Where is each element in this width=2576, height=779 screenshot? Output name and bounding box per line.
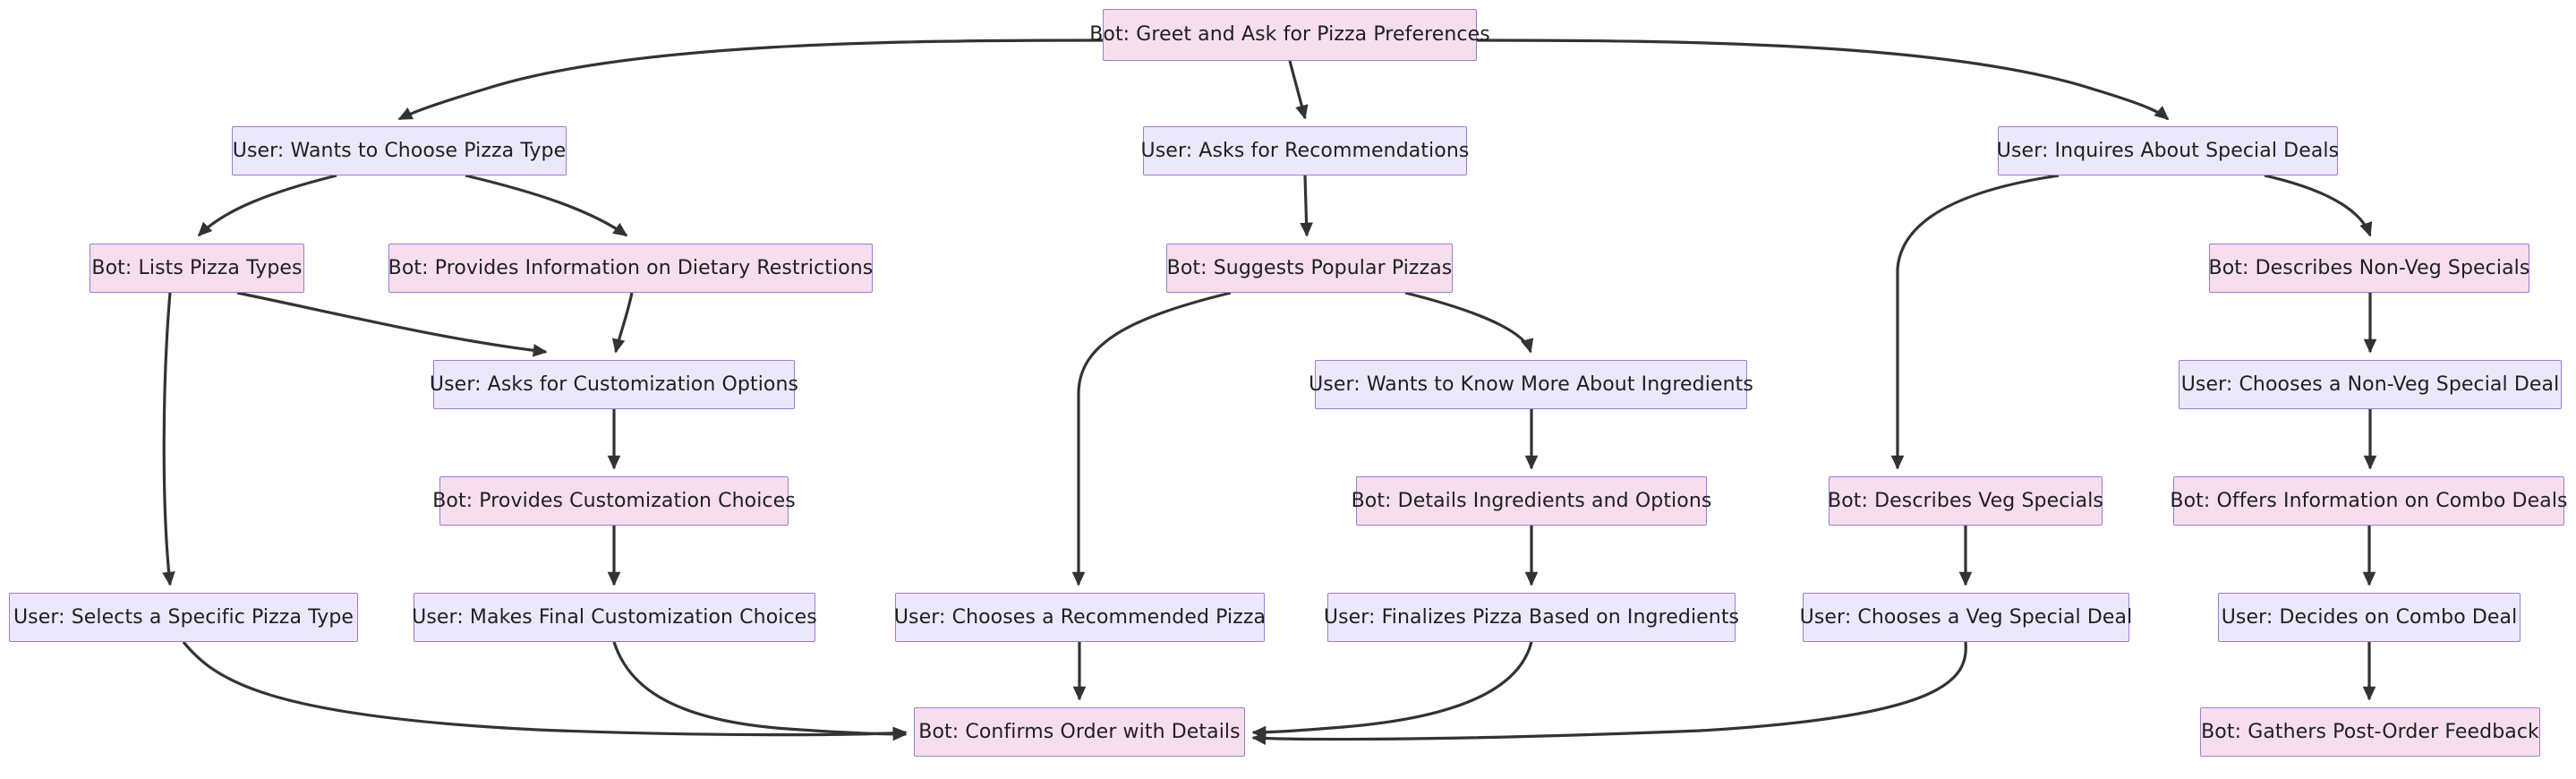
flow-node-n4[interactable]: User: Inquires About Special Deals — [1996, 126, 2340, 175]
flow-node-label: Bot: Greet and Ask for Pizza Preferences — [1089, 23, 1490, 46]
flow-node-label: User: Decides on Combo Deal — [2221, 605, 2518, 629]
flow-node-label: Bot: Offers Information on Combo Deals — [2170, 489, 2568, 512]
flow-edge — [1251, 641, 1533, 740]
flow-node-n16[interactable]: User: Selects a Specific Pizza Type — [9, 593, 358, 642]
flow-node-label: User: Asks for Recommendations — [1140, 139, 1470, 162]
flow-edge — [465, 174, 628, 237]
flow-node-label: Bot: Describes Veg Specials — [1828, 489, 2103, 512]
flow-edge — [1476, 39, 2170, 121]
flow-edge — [1251, 641, 1967, 746]
flow-edge — [1071, 291, 1232, 586]
flow-node-label: User: Makes Final Customization Choices — [412, 605, 817, 629]
flow-node-label: Bot: Lists Pizza Types — [91, 256, 303, 279]
flow-edge — [1288, 60, 1309, 120]
flow-node-label: Bot: Details Ingredients and Options — [1351, 489, 1712, 512]
flow-node-n12[interactable]: Bot: Provides Customization Choices — [432, 476, 796, 526]
flow-edge — [1300, 175, 1313, 237]
flow-edge — [1404, 291, 1534, 354]
flow-node-label: User: Finalizes Pizza Based on Ingredien… — [1323, 605, 1740, 629]
flow-edge — [197, 174, 337, 237]
flow-node-n10[interactable]: User: Wants to Know More About Ingredien… — [1309, 360, 1753, 409]
flow-edge — [397, 39, 1104, 121]
flow-node-n9[interactable]: User: Asks for Customization Options — [429, 360, 799, 409]
flow-node-n8[interactable]: Bot: Describes Non-Veg Specials — [2209, 244, 2529, 293]
flow-edge — [2264, 174, 2373, 237]
flow-edge — [236, 291, 548, 357]
flow-node-n21[interactable]: User: Decides on Combo Deal — [2218, 593, 2521, 642]
flow-node-n19[interactable]: User: Finalizes Pizza Based on Ingredien… — [1323, 593, 1740, 642]
flow-node-n15[interactable]: Bot: Offers Information on Combo Deals — [2170, 476, 2568, 526]
flow-node-n22[interactable]: Bot: Confirms Order with Details — [914, 707, 1245, 757]
flow-node-n1[interactable]: Bot: Greet and Ask for Pizza Preferences — [1089, 9, 1490, 61]
flow-node-label: Bot: Provides Information on Dietary Res… — [388, 256, 874, 279]
flow-node-label: User: Chooses a Recommended Pizza — [893, 605, 1267, 629]
flow-node-n3[interactable]: User: Asks for Recommendations — [1140, 126, 1470, 175]
flow-node-n23[interactable]: Bot: Gathers Post-Order Feedback — [2200, 707, 2540, 757]
flow-node-label: User: Inquires About Special Deals — [1996, 139, 2340, 162]
flow-node-label: User: Chooses a Non-Veg Special Deal — [2180, 372, 2560, 396]
flow-node-n18[interactable]: User: Chooses a Recommended Pizza — [893, 593, 1267, 642]
flow-node-label: Bot: Provides Customization Choices — [432, 489, 796, 512]
flow-node-n14[interactable]: Bot: Describes Veg Specials — [1828, 476, 2103, 526]
flow-node-label: Bot: Describes Non-Veg Specials — [2208, 256, 2530, 279]
flow-node-label: User: Selects a Specific Pizza Type — [13, 605, 354, 629]
flow-node-label: User: Wants to Know More About Ingredien… — [1309, 372, 1753, 396]
flow-node-n20[interactable]: User: Chooses a Veg Special Deal — [1800, 593, 2132, 642]
flow-node-n7[interactable]: Bot: Suggests Popular Pizzas — [1166, 244, 1453, 293]
flow-edge — [1890, 174, 2060, 470]
flow-node-label: User: Asks for Customization Options — [429, 372, 799, 396]
flow-node-n17[interactable]: User: Makes Final Customization Choices — [412, 593, 817, 642]
flow-node-label: Bot: Confirms Order with Details — [918, 720, 1241, 743]
flow-node-label: User: Wants to Choose Pizza Type — [232, 139, 567, 162]
flow-node-label: Bot: Suggests Popular Pizzas — [1166, 256, 1453, 279]
flow-node-n5[interactable]: Bot: Lists Pizza Types — [90, 244, 304, 293]
flow-edge — [182, 640, 908, 740]
flow-node-n2[interactable]: User: Wants to Choose Pizza Type — [232, 126, 567, 175]
flow-node-n13[interactable]: Bot: Details Ingredients and Options — [1352, 476, 1711, 526]
flow-node-n11[interactable]: User: Chooses a Non-Veg Special Deal — [2179, 360, 2562, 409]
flow-node-label: Bot: Gathers Post-Order Feedback — [2201, 720, 2539, 743]
flow-node-label: User: Chooses a Veg Special Deal — [1799, 605, 2133, 629]
flow-node-n6[interactable]: Bot: Provides Information on Dietary Res… — [388, 244, 873, 293]
flow-edge — [611, 292, 634, 354]
flow-edge — [162, 292, 175, 586]
flow-edge — [612, 641, 908, 741]
